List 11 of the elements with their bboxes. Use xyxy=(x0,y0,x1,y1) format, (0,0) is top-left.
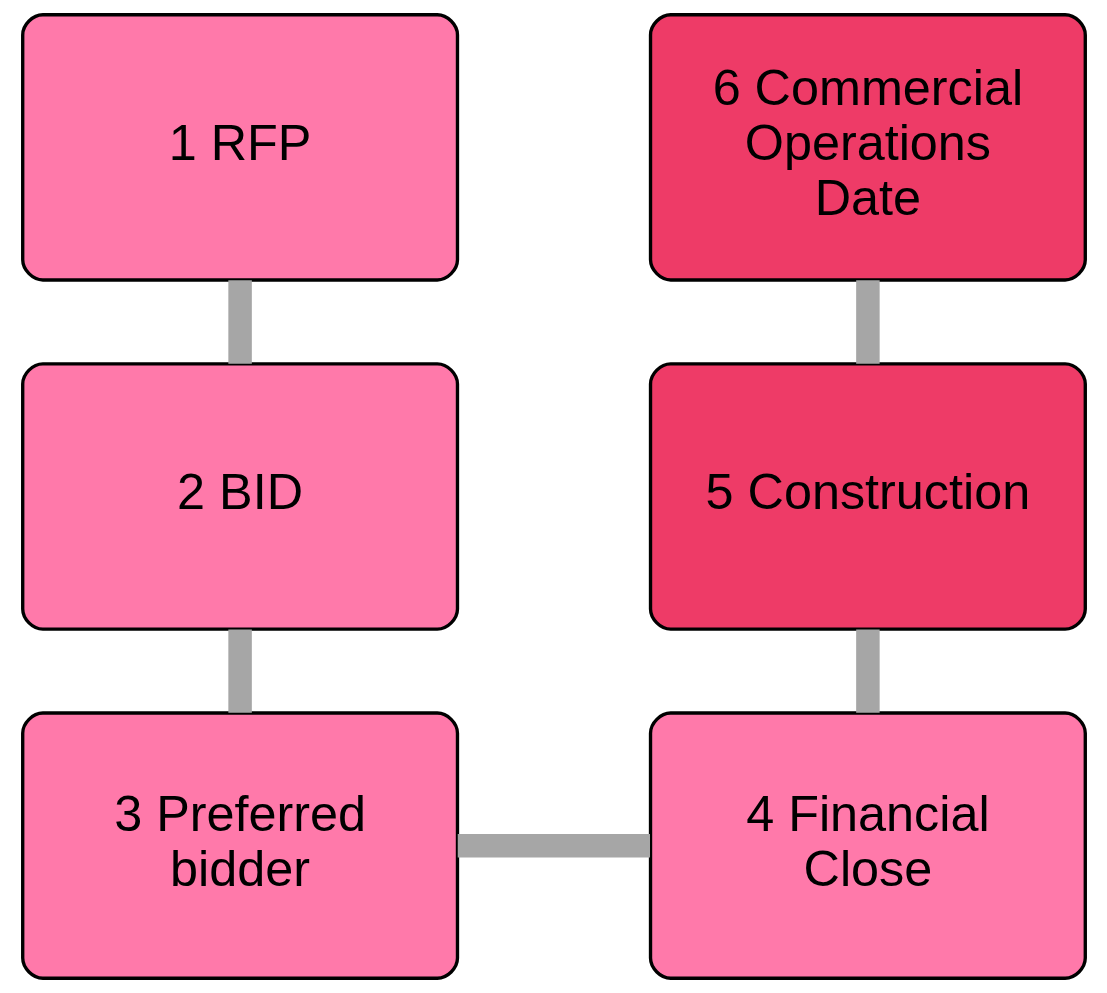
node-box: 5 Construction xyxy=(648,362,1087,631)
node-box: 2 BID xyxy=(20,362,459,631)
connector xyxy=(227,629,252,713)
node-box: 3 Preferred bidder xyxy=(20,711,459,980)
node-box: 4 Financial Close xyxy=(648,711,1087,980)
connector xyxy=(457,833,650,858)
connector xyxy=(227,280,252,364)
connector xyxy=(855,629,880,713)
connector xyxy=(855,280,880,364)
node-box: 6 Commercial Operations Date xyxy=(648,13,1087,282)
node-box: 1 RFP xyxy=(20,13,459,282)
